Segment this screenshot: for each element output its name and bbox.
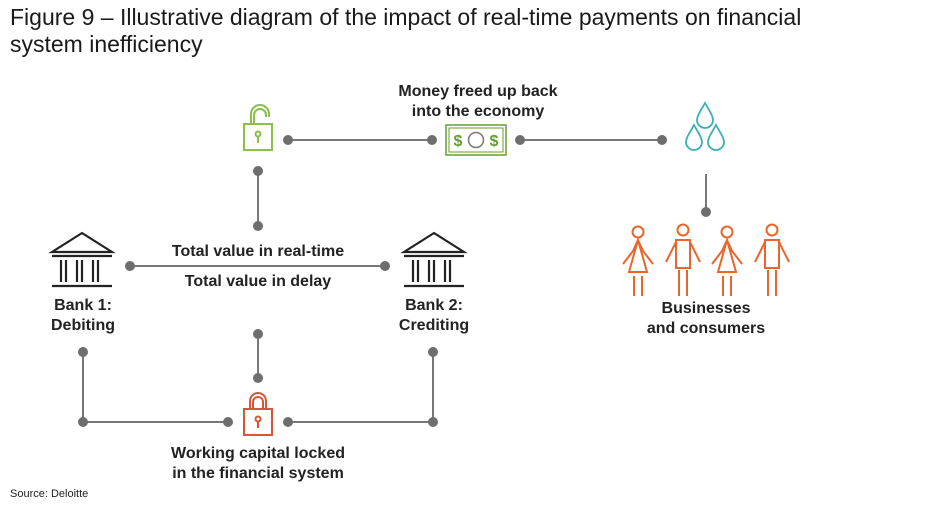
- bank1-line-2: Debiting: [51, 317, 115, 334]
- working-capital-line-1: Working capital locked: [171, 445, 345, 462]
- dot: [283, 135, 293, 145]
- money-freed-line-1: Money freed up back: [398, 83, 558, 100]
- dot: [125, 261, 135, 271]
- figure-title: Figure 9 – Illustrative diagram of the i…: [10, 4, 930, 58]
- bank2-label: Bank 2: Crediting: [384, 296, 484, 336]
- dot: [657, 135, 667, 145]
- dot: [428, 417, 438, 427]
- dot: [253, 166, 263, 176]
- dot: [253, 329, 263, 339]
- dot: [515, 135, 525, 145]
- dot: [253, 221, 263, 231]
- dot: [283, 417, 293, 427]
- money-freed-line-2: into the economy: [411, 103, 545, 120]
- businesses-line-1: Businesses: [661, 300, 751, 317]
- person-icon: [754, 223, 790, 296]
- businesses-label: Businesses and consumers: [606, 299, 806, 339]
- bank-building-icon: [48, 231, 116, 288]
- dot: [380, 261, 390, 271]
- bank-building-icon: [400, 231, 468, 288]
- open-padlock-icon: [243, 104, 273, 151]
- person-icon: [665, 223, 701, 296]
- dollar-sign-right: $: [490, 133, 499, 150]
- businesses-line-2: and consumers: [646, 320, 766, 337]
- bank1-label: Bank 1: Debiting: [33, 296, 133, 336]
- money-freed-label: Money freed up back into the economy: [368, 82, 588, 122]
- banknote-icon: $ $: [445, 124, 507, 156]
- bank2-line-2: Crediting: [398, 317, 470, 334]
- working-capital-line-2: in the financial system: [172, 465, 344, 482]
- dot: [253, 373, 263, 383]
- figure-title-line-2: system inefficiency: [10, 31, 203, 57]
- dot: [701, 207, 711, 217]
- working-capital-label: Working capital locked in the financial …: [138, 444, 378, 484]
- dot: [428, 347, 438, 357]
- dot: [78, 347, 88, 357]
- person-icon: [711, 225, 743, 296]
- people-group-icon: [622, 223, 790, 296]
- closed-padlock-icon: [243, 392, 273, 436]
- dot: [223, 417, 233, 427]
- figure-title-line-1: Figure 9 – Illustrative diagram of the i…: [10, 4, 802, 30]
- bank2-line-1: Bank 2:: [405, 297, 463, 314]
- dot: [427, 135, 437, 145]
- person-icon: [622, 225, 654, 296]
- total-realtime-label: Total value in real-time: [171, 243, 345, 260]
- line-bank2-to-lock: [288, 352, 434, 423]
- dot: [78, 417, 88, 427]
- source-note: Source: Deloitte: [10, 488, 89, 500]
- dollar-sign-left: $: [454, 133, 463, 150]
- total-delay-label: Total value in delay: [184, 273, 332, 290]
- connector-dots: [78, 135, 711, 427]
- water-drops-icon: [685, 101, 725, 151]
- line-bank1-to-lock: [82, 352, 228, 423]
- bank1-line-1: Bank 1:: [54, 297, 112, 314]
